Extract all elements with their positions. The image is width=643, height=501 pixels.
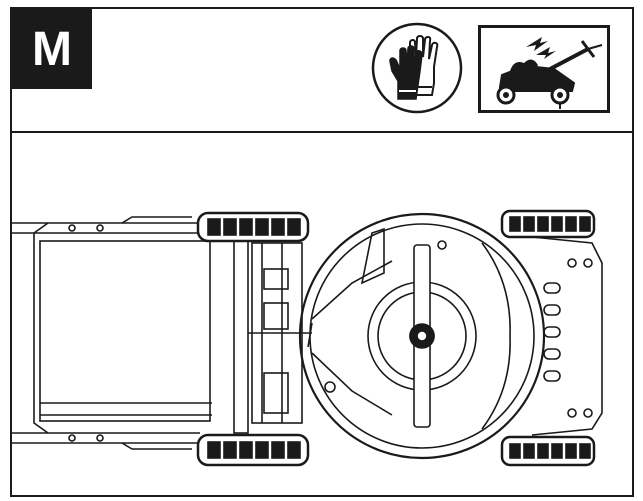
section-letter-badge: M	[12, 9, 92, 89]
handle-frame	[12, 216, 212, 450]
header-bar: M	[12, 9, 632, 133]
mower-lift-icon	[478, 25, 610, 113]
page-frame: M	[10, 7, 634, 497]
front-bumper	[531, 236, 603, 436]
rear-wheel-top	[196, 211, 310, 243]
front-wheel-bottom	[500, 435, 596, 467]
mower-deck	[298, 212, 546, 460]
gloves-icon	[371, 22, 463, 114]
mower-top-view-diagram	[12, 209, 603, 467]
front-wheel-top	[500, 209, 596, 239]
rear-wheel-bottom	[196, 433, 310, 467]
